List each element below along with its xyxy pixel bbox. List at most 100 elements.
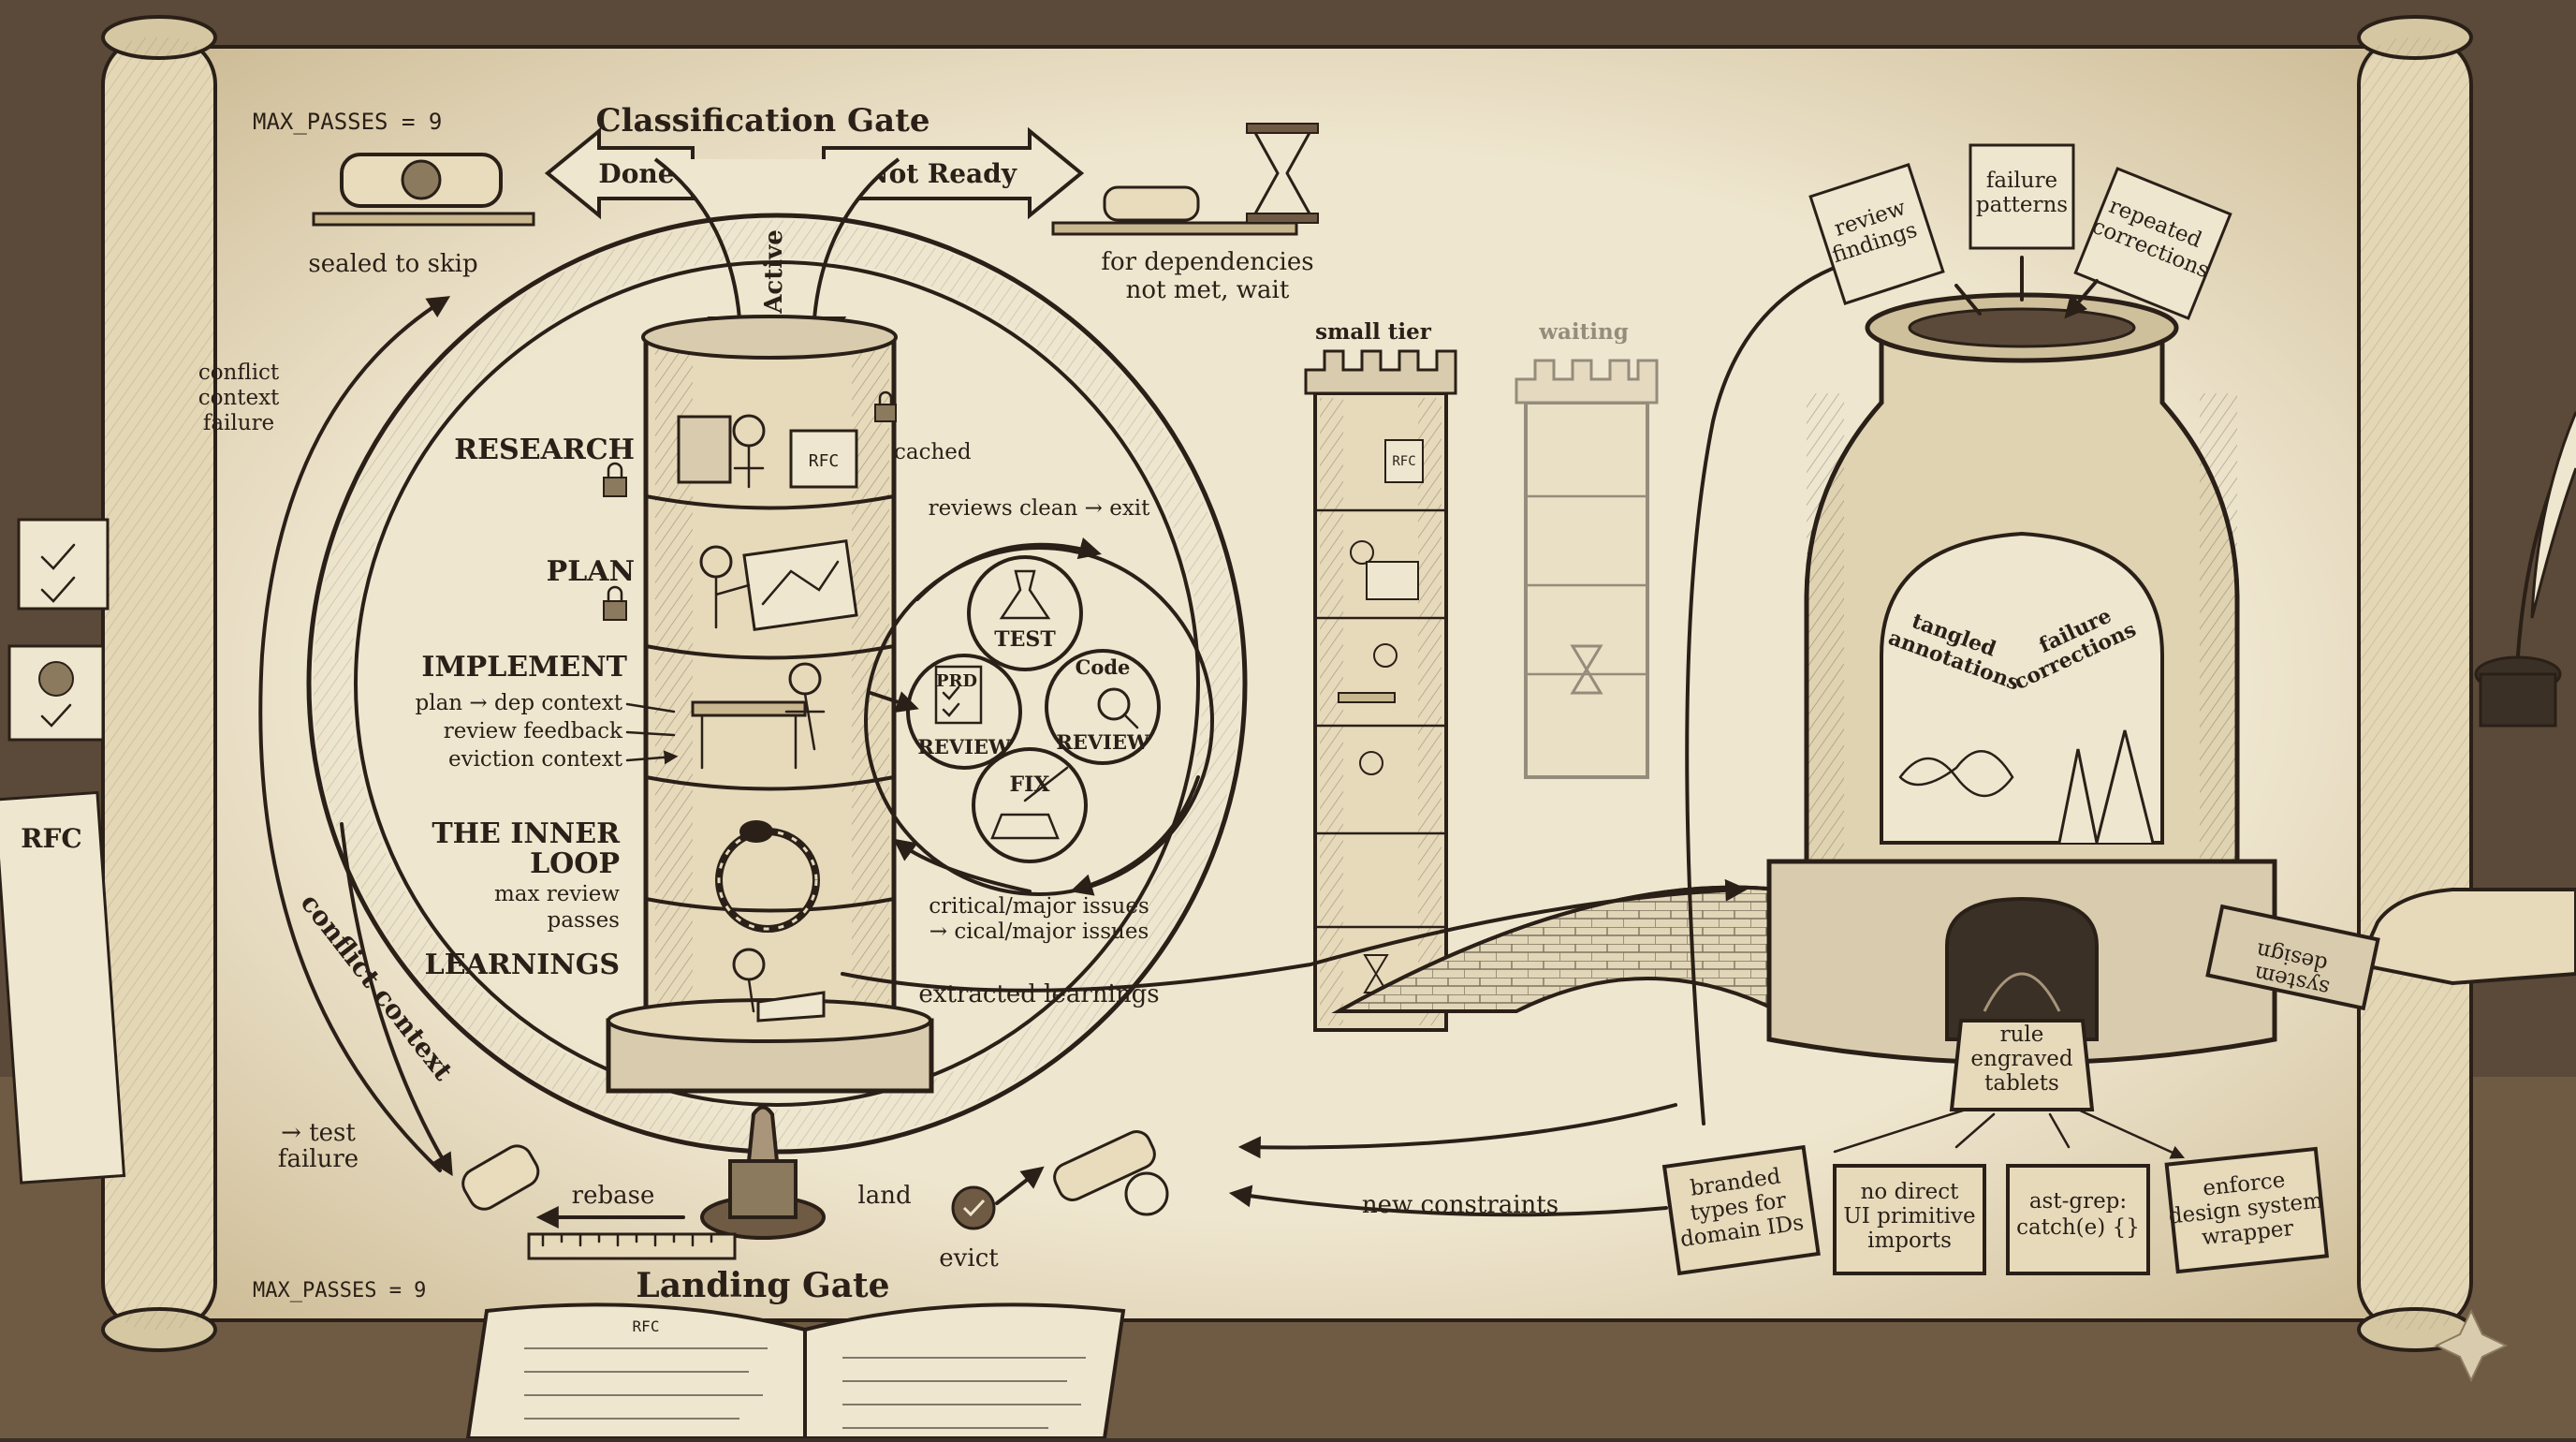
tablet-2-line-2: UI primitive xyxy=(1843,1204,1975,1229)
tablet-split-arrows xyxy=(1833,1108,2181,1156)
tablet-design-system xyxy=(2164,1146,2330,1274)
quill-inkwell-icon xyxy=(2474,411,2576,728)
conflict-note-3: failure xyxy=(203,411,274,435)
to-landing-arrow-upper xyxy=(1237,1103,1677,1159)
rule-tablet-center xyxy=(1949,1019,2095,1111)
right-scroll-roll xyxy=(2357,15,2473,1352)
prd-label: PRD xyxy=(936,671,977,691)
stage-implement: IMPLEMENT xyxy=(421,651,627,684)
fix-label: FIX xyxy=(1010,772,1051,797)
implement-figure xyxy=(691,662,826,770)
stage-research: RESEARCH xyxy=(454,434,635,466)
scroll-failure-patterns xyxy=(1969,143,2075,250)
waiting-tower xyxy=(1515,359,1659,779)
stage-plan: PLAN xyxy=(547,555,635,588)
test-node-label: TEST xyxy=(994,627,1056,652)
sealed-to-skip-label: sealed to skip xyxy=(308,250,477,278)
conflict-note-1: conflict xyxy=(198,360,280,385)
side-rfc-paper xyxy=(0,790,126,1184)
plan-figure xyxy=(699,539,858,631)
evict-arrow xyxy=(995,1166,1045,1205)
research-figure xyxy=(677,414,858,489)
inner-loop-3: max review xyxy=(494,882,620,906)
learnings-figure xyxy=(732,948,826,1023)
hand-with-card xyxy=(2205,888,2576,1011)
tablet-3-line-2: catch(e) {} xyxy=(2016,1215,2140,1240)
review-right-label: REVIEW xyxy=(1056,730,1149,754)
tablet-2-line-3: imports xyxy=(1867,1229,1952,1253)
impl-input-1: plan → dep context xyxy=(416,691,623,715)
scroll-review-findings xyxy=(1808,163,1945,305)
inner-loop-4: passes xyxy=(548,908,620,933)
small-tier-tower xyxy=(1304,349,1457,1032)
code-review-node xyxy=(1045,649,1161,765)
max-passes-top: MAX_PASSES = 9 xyxy=(253,109,442,135)
impl-input-arrows xyxy=(625,702,674,760)
waiting-shelf xyxy=(1051,123,1319,236)
rule-tablet-3: tablets xyxy=(1984,1071,2059,1096)
test-node xyxy=(967,555,1083,671)
tower-rfc-book: RFC xyxy=(809,451,840,471)
test-failure-arrow xyxy=(340,822,453,1177)
code-label: Code xyxy=(1076,655,1131,679)
stage-learnings: LEARNINGS xyxy=(425,949,620,981)
kiln xyxy=(1766,292,2277,1066)
tablet-3-line-1: ast-grep: xyxy=(2029,1189,2127,1214)
left-scroll-roll xyxy=(101,15,217,1352)
sealed-scroll-shelf xyxy=(312,153,535,227)
checklist-cards xyxy=(7,518,110,742)
landing-gate-title: Landing Gate xyxy=(636,1266,889,1305)
for-deps-label-2: not met, wait xyxy=(1126,276,1290,304)
tablet-ast-grep xyxy=(2006,1164,2150,1275)
landing-stamp xyxy=(700,1105,826,1240)
classification-gate-title: Classification Gate xyxy=(596,102,930,140)
conflict-loop-arrow xyxy=(258,296,451,1172)
conflict-note-2: context xyxy=(198,386,280,410)
max-passes-bottom: MAX_PASSES = 9 xyxy=(253,1279,426,1302)
gear-ring xyxy=(306,213,1248,1155)
extracted-learnings-arrow xyxy=(841,878,1749,993)
test-note-2: failure xyxy=(278,1145,359,1173)
scroll-2-line-2: patterns xyxy=(1976,193,2068,217)
open-book xyxy=(465,1302,1126,1440)
inner-loop-2: LOOP xyxy=(530,847,620,880)
scrolls-into-kiln-arrows xyxy=(1954,256,2099,314)
impl-input-2: review feedback xyxy=(444,719,623,743)
critical-label-1: critical/major issues xyxy=(929,894,1149,919)
evict-label: evict xyxy=(939,1244,999,1273)
new-constraints-label: new constraints xyxy=(1362,1191,1559,1219)
rebase-label: rebase xyxy=(572,1182,655,1210)
tablet-no-direct-ui xyxy=(1833,1164,1986,1275)
review-left-label: REVIEW xyxy=(917,735,1011,758)
impl-to-review-arrow xyxy=(869,691,919,714)
done-arrow xyxy=(544,126,695,220)
for-deps-label-1: for dependencies xyxy=(1101,248,1313,276)
rule-tablet-2: engraved xyxy=(1970,1047,2072,1071)
tablet-branded-types xyxy=(1661,1144,1821,1276)
inner-loop-1: THE INNER xyxy=(432,817,621,850)
land-label: land xyxy=(857,1182,911,1210)
feedback-up-arrow xyxy=(1685,257,1855,1126)
small-tower-rfc: RFC xyxy=(1392,454,1415,469)
lock-icon xyxy=(603,390,897,621)
impl-input-3: eviction context xyxy=(448,747,623,772)
tablet-2-line-1: no direct xyxy=(1861,1180,1960,1204)
rebase-scroll xyxy=(461,1144,737,1260)
cached-label: cached xyxy=(894,440,972,464)
critical-label-2: → cical/major issues xyxy=(929,920,1149,944)
ouroboros-figure xyxy=(715,820,820,933)
book-rfc-label: RFC xyxy=(633,1317,660,1335)
fix-node xyxy=(972,747,1088,863)
rule-tablet-1: rule xyxy=(2000,1023,2044,1047)
new-constraints-arrow xyxy=(1228,1184,1668,1217)
extracted-learnings-label: extracted learnings xyxy=(918,980,1159,1008)
side-rfc-label: RFC xyxy=(21,823,81,854)
small-tier-label: small tier xyxy=(1315,319,1432,345)
scroll-repeated-corrections xyxy=(2073,167,2232,320)
reviews-clean-label: reviews clean → exit xyxy=(929,496,1151,521)
landed-scrolls-icon xyxy=(1053,1130,1169,1216)
scroll-2-line-1: failure xyxy=(1986,169,2057,193)
waiting-label: waiting xyxy=(1538,319,1629,345)
